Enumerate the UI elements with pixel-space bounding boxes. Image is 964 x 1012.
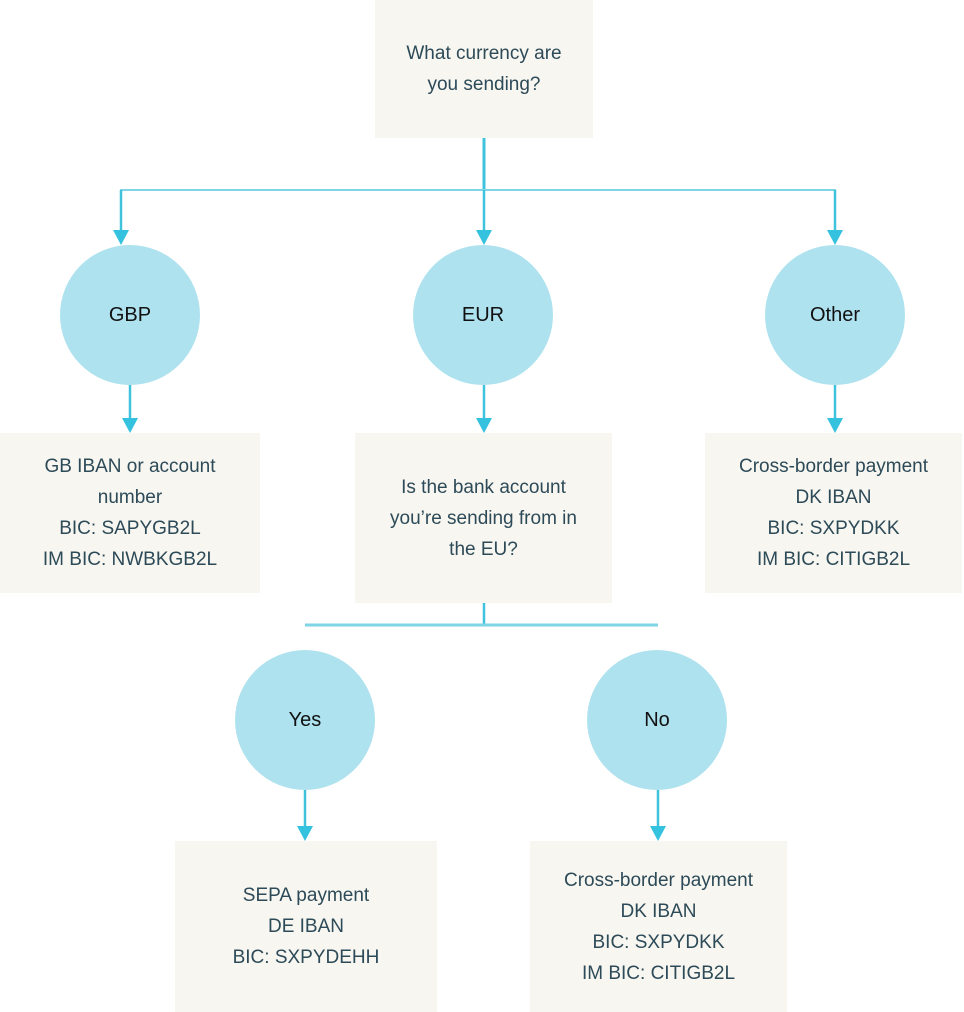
result-other-line-3: BIC: SXPYDKK xyxy=(767,518,900,539)
arrowhead-other-result xyxy=(827,418,843,433)
result-other-line-2: DK IBAN xyxy=(795,487,872,508)
decision-circle-other[interactable]: Other xyxy=(765,245,905,385)
result-gbp-line-2: number xyxy=(97,487,163,508)
decision-circle-yes-label: Yes xyxy=(288,709,322,731)
decision-circle-gbp[interactable]: GBP xyxy=(60,245,200,385)
arrowhead-yes-result xyxy=(297,826,313,841)
result-box-gbp[interactable]: GB IBAN or account number BIC: SAPYGB2L … xyxy=(0,433,260,593)
result-box-sepa[interactable]: SEPA payment DE IBAN BIC: SXPYDEHH xyxy=(175,841,437,1012)
result-gbp-line-3: BIC: SAPYGB2L xyxy=(59,518,201,539)
arrowhead-no-result xyxy=(650,826,666,841)
result-no-line-2: DK IBAN xyxy=(620,900,697,922)
arrowhead-eur-question xyxy=(476,418,492,433)
result-gbp-line-1: GB IBAN or account xyxy=(44,456,216,477)
result-box-no[interactable]: Cross-border payment DK IBAN BIC: SXPYDK… xyxy=(530,841,787,1012)
result-sepa-line-3: BIC: SXPYDEHH xyxy=(232,947,380,968)
arrowhead-gbp-result xyxy=(122,418,138,433)
arrowhead-to-gbp xyxy=(113,230,129,245)
decision-circle-gbp-label: GBP xyxy=(108,304,152,326)
decision-circle-yes[interactable]: Yes xyxy=(235,650,375,790)
result-sepa-line-2: DE IBAN xyxy=(267,916,345,937)
result-no-line-1: Cross-border payment xyxy=(563,869,754,891)
question-eu-text: Is the bank account you’re sending from … xyxy=(390,476,577,560)
result-box-other[interactable]: Cross-border payment DK IBAN BIC: SXPYDK… xyxy=(705,433,962,593)
result-sepa-line-1: SEPA payment xyxy=(242,885,370,906)
decision-circle-no-label: No xyxy=(644,709,670,731)
decision-circle-no[interactable]: No xyxy=(587,650,727,790)
result-no-line-3: BIC: SXPYDKK xyxy=(592,931,725,953)
result-gbp-line-4: IM BIC: NWBKGB2L xyxy=(42,549,218,570)
question-box-currency[interactable]: What currency are you sending? xyxy=(375,0,593,138)
result-no-line-4: IM BIC: CITIGB2L xyxy=(581,962,736,984)
result-other-line-1: Cross-border payment xyxy=(738,456,929,477)
question-box-eu[interactable]: Is the bank account you’re sending from … xyxy=(355,433,612,603)
arrowhead-to-eur xyxy=(476,230,492,245)
decision-circle-eur-label: EUR xyxy=(461,304,505,326)
result-other-line-4: IM BIC: CITIGB2L xyxy=(756,549,911,570)
decision-circle-eur[interactable]: EUR xyxy=(413,245,553,385)
arrowhead-to-other xyxy=(827,230,843,245)
decision-circle-other-label: Other xyxy=(809,304,861,326)
question-currency-text: What currency are you sending? xyxy=(406,43,562,95)
